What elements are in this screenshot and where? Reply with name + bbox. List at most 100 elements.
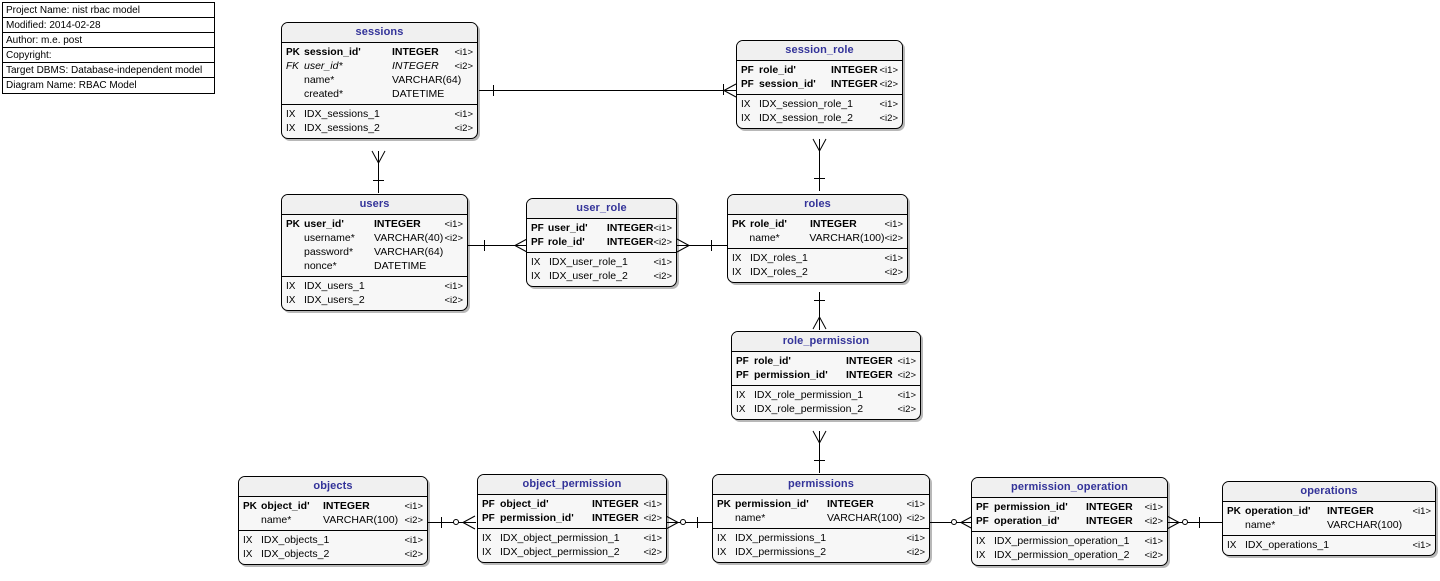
- entity-session-role[interactable]: session_role PF role_id' INTEGER <i1> PF…: [736, 40, 903, 129]
- column-type: INTEGER: [392, 46, 439, 58]
- column-row: name* VARCHAR(64): [282, 73, 477, 87]
- column-row: PF role_id' INTEGER <i1>: [732, 354, 920, 368]
- entity-operations[interactable]: operations PK operation_id' INTEGER <i1>…: [1222, 481, 1436, 556]
- column-key: PK: [717, 498, 731, 510]
- crowsfoot-user-role-left: [514, 238, 528, 253]
- column-type: INTEGER: [592, 498, 639, 510]
- entity-permission-operation[interactable]: permission_operation PF permission_id' I…: [971, 477, 1168, 566]
- column-index: <i2>: [444, 232, 464, 244]
- index-key: IX: [1227, 539, 1237, 551]
- index-row: IX IDX_role_permission_1 <i1>: [732, 388, 920, 402]
- connector-session-role-roles: [819, 139, 820, 191]
- column-type: INTEGER: [592, 512, 639, 524]
- entity-columns-session-role: PF role_id' INTEGER <i1> PF session_id' …: [737, 61, 902, 94]
- entity-object-permission[interactable]: object_permission PF object_id' INTEGER …: [477, 474, 667, 563]
- column-name: object_id': [261, 500, 310, 512]
- index-key: IX: [736, 389, 746, 401]
- column-name: role_id': [547, 236, 585, 248]
- column-type: INTEGER: [392, 60, 439, 72]
- column-index: <i1>: [454, 46, 474, 58]
- column-name: operation_id': [994, 515, 1060, 527]
- column-row: name* VARCHAR(100) <i2>: [728, 231, 907, 245]
- entity-indexes-permission-operation: IX IDX_permission_operation_1 <i1> IX ID…: [972, 531, 1167, 565]
- column-index: <i1>: [906, 498, 926, 510]
- index-order: <i1>: [1412, 539, 1432, 551]
- column-index: <i2>: [906, 512, 926, 524]
- index-order: <i2>: [879, 112, 899, 124]
- connector-objects-object-permission: [428, 522, 476, 523]
- index-row: IX IDX_operations_1 <i1>: [1223, 538, 1435, 552]
- one-marker-roles-top: [814, 178, 825, 179]
- entity-users[interactable]: users PK user_id' INTEGER <i1> username*…: [281, 194, 468, 311]
- column-name: permission_id': [754, 369, 828, 381]
- entity-roles[interactable]: roles PK role_id' INTEGER <i1> name* VAR…: [727, 194, 908, 283]
- entity-objects[interactable]: objects PK object_id' INTEGER <i1> name*…: [238, 476, 428, 565]
- legend-row-diagram-name: Diagram Name: RBAC Model: [6, 80, 137, 91]
- zero-marker-object-permission-left: [453, 519, 459, 525]
- legend-row-target-dbms: Target DBMS: Database-independent model: [3, 63, 214, 78]
- index-order: <i2>: [444, 294, 464, 306]
- index-order: <i1>: [884, 252, 904, 264]
- column-type: VARCHAR(100): [827, 512, 903, 524]
- index-order: <i1>: [444, 280, 464, 292]
- crowsfoot-permission-operation-right: [1166, 515, 1180, 530]
- column-type: INTEGER: [374, 218, 421, 230]
- index-order: <i2>: [643, 546, 663, 558]
- column-type: INTEGER: [1086, 515, 1133, 527]
- index-key: IX: [243, 534, 253, 546]
- column-row: PF operation_id' INTEGER <i2>: [972, 514, 1167, 528]
- entity-indexes-objects: IX IDX_objects_1 <i1> IX IDX_objects_2 <…: [239, 530, 427, 564]
- entity-role-permission[interactable]: role_permission PF role_id' INTEGER <i1>…: [731, 331, 921, 420]
- entity-title-permissions: permissions: [713, 475, 929, 495]
- index-key: IX: [741, 98, 751, 110]
- column-row: PK permission_id' INTEGER <i1>: [713, 497, 929, 511]
- entity-title-object-permission: object_permission: [478, 475, 666, 495]
- column-key: PF: [976, 515, 989, 527]
- column-row: FK user_id* INTEGER <i2>: [282, 59, 477, 73]
- entity-sessions[interactable]: sessions PK session_id' INTEGER <i1> FK …: [281, 22, 478, 139]
- column-type: INTEGER: [846, 355, 893, 367]
- column-name: user_id*: [304, 60, 343, 72]
- column-key: PF: [976, 501, 989, 513]
- column-type: INTEGER: [1086, 501, 1133, 513]
- column-key: PF: [482, 498, 495, 510]
- column-index: <i2>: [404, 514, 424, 526]
- entity-user-role[interactable]: user_role PF user_id' INTEGER <i1> PF ro…: [526, 198, 677, 287]
- connector-sessions-users: [378, 151, 379, 193]
- column-row: PF permission_id' INTEGER <i1>: [972, 500, 1167, 514]
- entity-title-user-role: user_role: [527, 199, 676, 219]
- column-index: <i1>: [879, 64, 899, 76]
- column-name: permission_id': [994, 501, 1068, 513]
- column-row: PF user_id' INTEGER <i1>: [527, 221, 676, 235]
- entity-permissions[interactable]: permissions PK permission_id' INTEGER <i…: [712, 474, 930, 563]
- crowsfoot-role-permission-top: [812, 316, 827, 331]
- legend-row-author: Author: m.e. post: [3, 33, 214, 48]
- entity-indexes-users: IX IDX_users_1 <i1> IX IDX_users_2 <i2>: [282, 276, 467, 310]
- column-index: <i1>: [1144, 501, 1164, 513]
- column-type: INTEGER: [606, 236, 654, 248]
- column-type: INTEGER: [846, 369, 893, 381]
- index-name: IDX_user_role_1: [549, 256, 628, 268]
- column-type: VARCHAR(64): [374, 246, 444, 258]
- entity-columns-role-permission: PF role_id' INTEGER <i1> PF permission_i…: [732, 352, 920, 385]
- column-type: INTEGER: [810, 218, 857, 230]
- index-name: IDX_roles_2: [750, 266, 808, 278]
- one-marker-permissions-top: [814, 460, 825, 461]
- column-index: <i1>: [884, 218, 904, 230]
- index-name: IDX_object_permission_1: [500, 532, 620, 544]
- index-row: IX IDX_object_permission_2 <i2>: [478, 545, 666, 559]
- zero-marker-permissions-left: [680, 519, 686, 525]
- index-row: IX IDX_user_role_1 <i1>: [527, 255, 676, 269]
- crowsfoot-object-permission-left: [462, 515, 476, 530]
- column-name: operation_id': [1245, 505, 1311, 517]
- legend-row-modified: Modified: 2014-02-28: [3, 18, 214, 33]
- index-row: IX IDX_session_role_1 <i1>: [737, 97, 902, 111]
- column-row: PF session_id' INTEGER <i2>: [737, 77, 902, 91]
- column-name: user_id': [304, 218, 344, 230]
- index-name: IDX_permission_operation_1: [994, 535, 1130, 547]
- column-type: INTEGER: [1327, 505, 1374, 517]
- index-row: IX IDX_permission_operation_2 <i2>: [972, 548, 1167, 562]
- index-row: IX IDX_sessions_1 <i1>: [282, 107, 477, 121]
- column-name: session_id': [759, 78, 816, 90]
- entity-columns-users: PK user_id' INTEGER <i1> username* VARCH…: [282, 215, 467, 276]
